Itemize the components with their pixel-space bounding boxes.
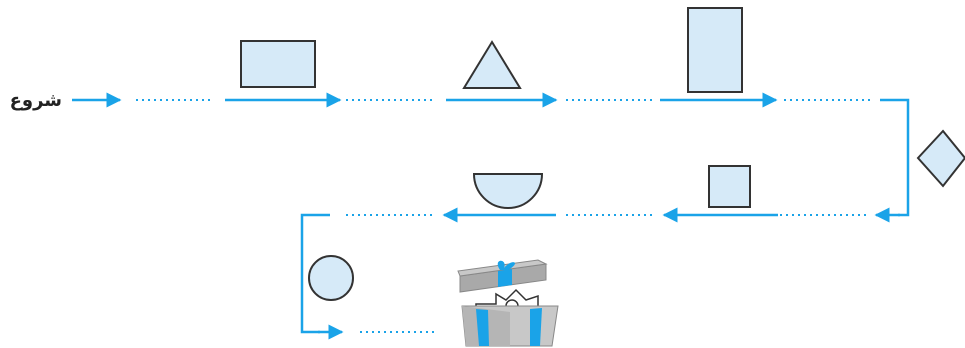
- circle-icon: [308, 255, 354, 301]
- connector-left: [300, 213, 330, 334]
- gift-box-icon: [457, 259, 559, 347]
- half-circle-icon: [472, 173, 544, 209]
- connector-right: [880, 98, 910, 217]
- rectangle-icon: [240, 40, 316, 88]
- diamond-icon: [916, 129, 965, 188]
- square-icon: [708, 165, 751, 208]
- triangle-icon: [462, 40, 522, 89]
- start-label: شروع: [10, 90, 62, 111]
- tall-rectangle-icon: [687, 7, 743, 93]
